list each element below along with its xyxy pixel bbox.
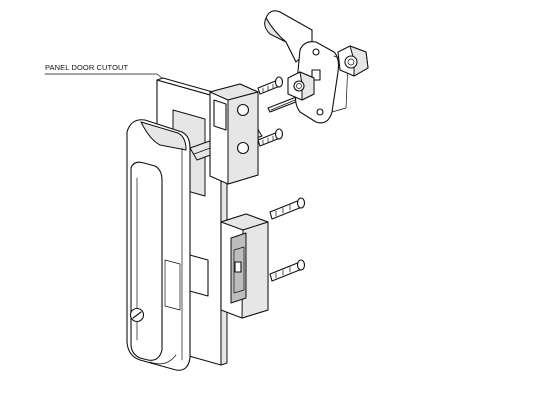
hex-nut: [287, 71, 315, 101]
lower-mounting-block: [220, 213, 269, 319]
mounting-screw: [257, 76, 284, 95]
mounting-screw: [269, 197, 306, 220]
mounting-screw: [257, 128, 284, 147]
swing-handle: [126, 119, 191, 371]
cam-plate: [294, 41, 349, 124]
callout-leader-line: [44, 73, 173, 87]
mounting-screw: [269, 259, 306, 282]
upper-mounting-block: [209, 83, 259, 185]
hex-nut: [337, 45, 369, 77]
callout-label-panel-door-cutout: PANEL DOOR CUTOUT: [45, 63, 129, 72]
